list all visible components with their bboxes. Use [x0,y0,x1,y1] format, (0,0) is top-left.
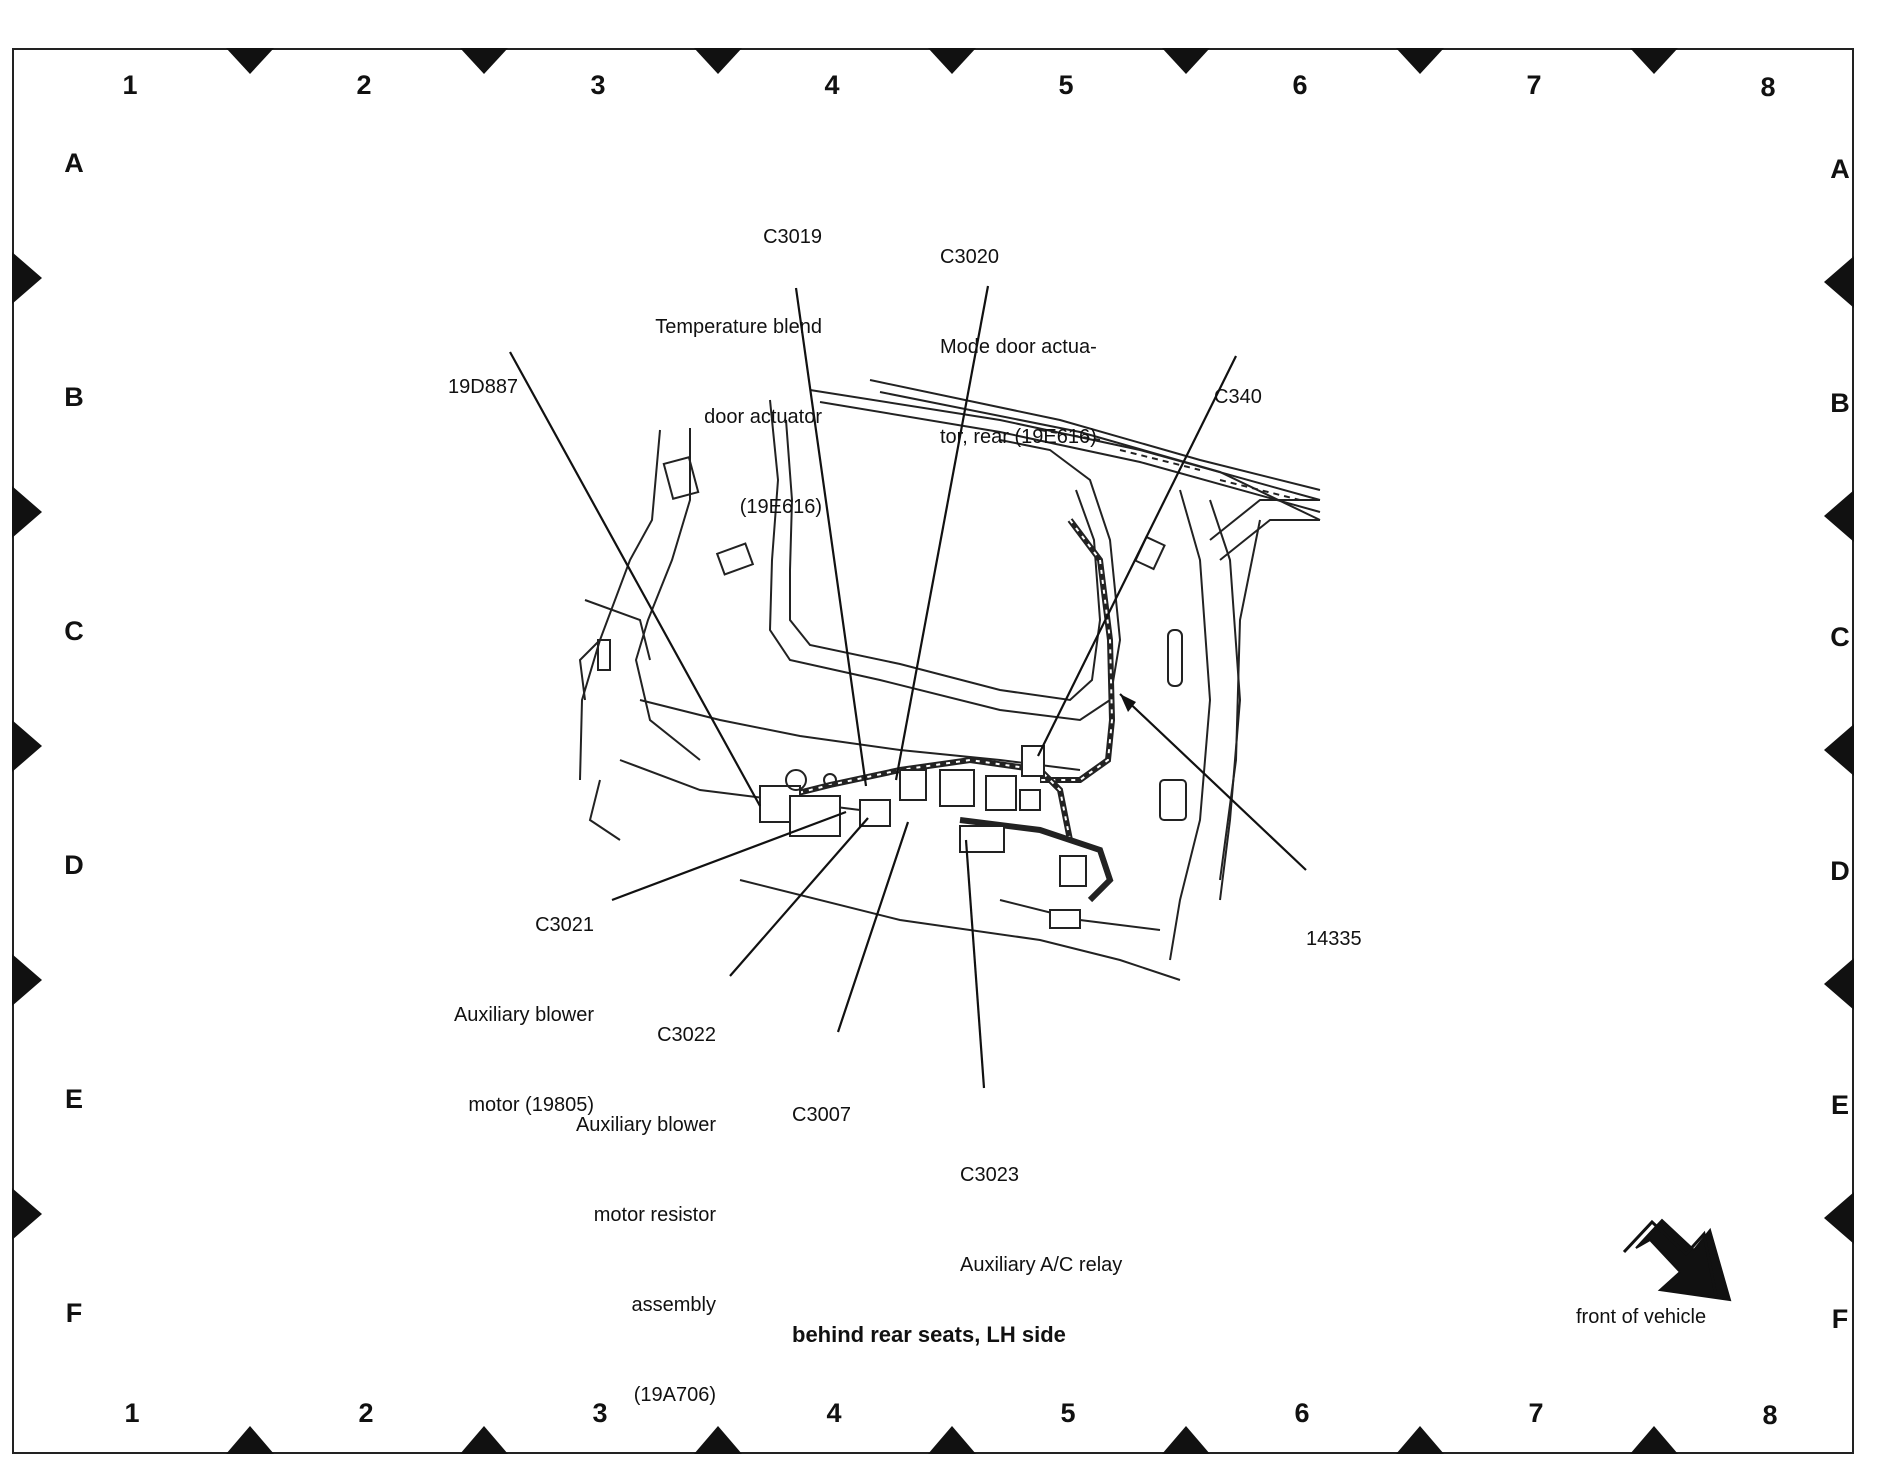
grid-col-top-2: 2 [356,70,372,100]
grid-col-bottom-8: 8 [1762,1400,1778,1430]
bottom-grid-markers [226,1426,1678,1454]
callout-c3020: C3020 Mode door actua- tor, rear (19E616… [940,182,1180,482]
top-grid-markers [226,48,1678,74]
grid-col-top-6: 6 [1292,70,1308,100]
callout-c3019-line1: Temperature blend [655,316,822,338]
callout-c3023-code: C3023 [960,1164,1019,1186]
callout-c3021-line1: Auxiliary blower [453,1004,594,1026]
callout-c340-code: C340 [1214,386,1262,408]
callout-c3021-line2: motor (19805) [468,1094,594,1116]
callout-c3022-code: C3022 [657,1024,716,1046]
callout-c340: C340 [1214,322,1262,442]
grid-row-left-f: F [65,1298,83,1328]
callout-c3007-code: C3007 [792,1104,851,1126]
grid-row-right-d: D [1830,856,1850,886]
callout-c3022-line3: assembly [631,1294,716,1316]
grid-col-top-3: 3 [590,70,606,100]
front-of-vehicle-arrow-icon [1622,1218,1732,1302]
grid-row-left-b: B [64,382,84,412]
callout-c3021: C3021 Auxiliary blower motor (19805) [400,850,594,1150]
grid-col-top-1: 1 [122,70,138,100]
callout-c3019-code: C3019 [763,226,822,248]
callout-c3022: C3022 Auxiliary blower motor resistor as… [520,960,716,1440]
grid-row-right-c: C [1830,622,1850,652]
grid-col-bottom-3: 3 [592,1398,608,1428]
callout-c3022-line1: Auxiliary blower [575,1114,716,1136]
vehicle-interior-illustration [578,379,1321,981]
callout-c3022-line4: (19A706) [633,1384,716,1406]
callout-c3020-line2: tor, rear (19E616) [940,426,1097,448]
grid-row-left-c: C [64,616,84,646]
callout-c3020-code: C3020 [940,246,999,268]
grid-col-top-4: 4 [824,70,840,100]
callout-14335: 14335 [1306,864,1362,984]
grid-col-top-5: 5 [1058,70,1074,100]
leader-arrowheads [1120,694,1136,712]
grid-row-left-e: E [64,1084,83,1114]
diagram-caption: behind rear seats, LH side [792,1322,1066,1347]
callout-c3020-line1: Mode door actua- [940,336,1097,358]
grid-col-bottom-6: 6 [1294,1398,1310,1428]
grid-col-bottom-2: 2 [358,1398,374,1428]
front-of-vehicle-label: front of vehicle [1576,1306,1707,1328]
callout-c3007: C3007 [792,1040,851,1160]
callout-c3022-line2: motor resistor [593,1204,716,1226]
grid-col-top-7: 7 [1526,70,1542,100]
callout-c3023-line1: Auxiliary A/C relay [960,1254,1123,1276]
grid-row-right-f: F [1831,1304,1849,1334]
callout-c3019-line3: (19E616) [739,496,822,518]
grid-row-left-a: A [64,148,84,178]
left-grid-markers [12,252,42,1240]
callout-c3019-line2: door actuator [704,406,822,428]
callout-19d887: 19D887 [448,312,518,432]
grid-col-bottom-7: 7 [1528,1398,1544,1428]
grid-col-bottom-4: 4 [826,1398,842,1428]
grid-row-right-b: B [1830,388,1850,418]
grid-row-right-a: A [1830,154,1850,184]
right-grid-markers [1824,256,1854,1244]
callout-c3021-code: C3021 [535,914,594,936]
callout-19d887-code: 19D887 [448,376,519,398]
callout-c3019: C3019 Temperature blend door actuator (1… [600,162,822,552]
grid-col-bottom-5: 5 [1060,1398,1076,1428]
grid-row-left-d: D [64,850,84,880]
grid-row-right-e: E [1830,1090,1849,1120]
callout-c3023: C3023 Auxiliary A/C relay [960,1100,1200,1310]
grid-col-bottom-1: 1 [124,1398,140,1428]
callout-14335-code: 14335 [1306,928,1362,950]
leader-lines [509,285,1307,1089]
grid-col-top-8: 8 [1760,72,1776,102]
